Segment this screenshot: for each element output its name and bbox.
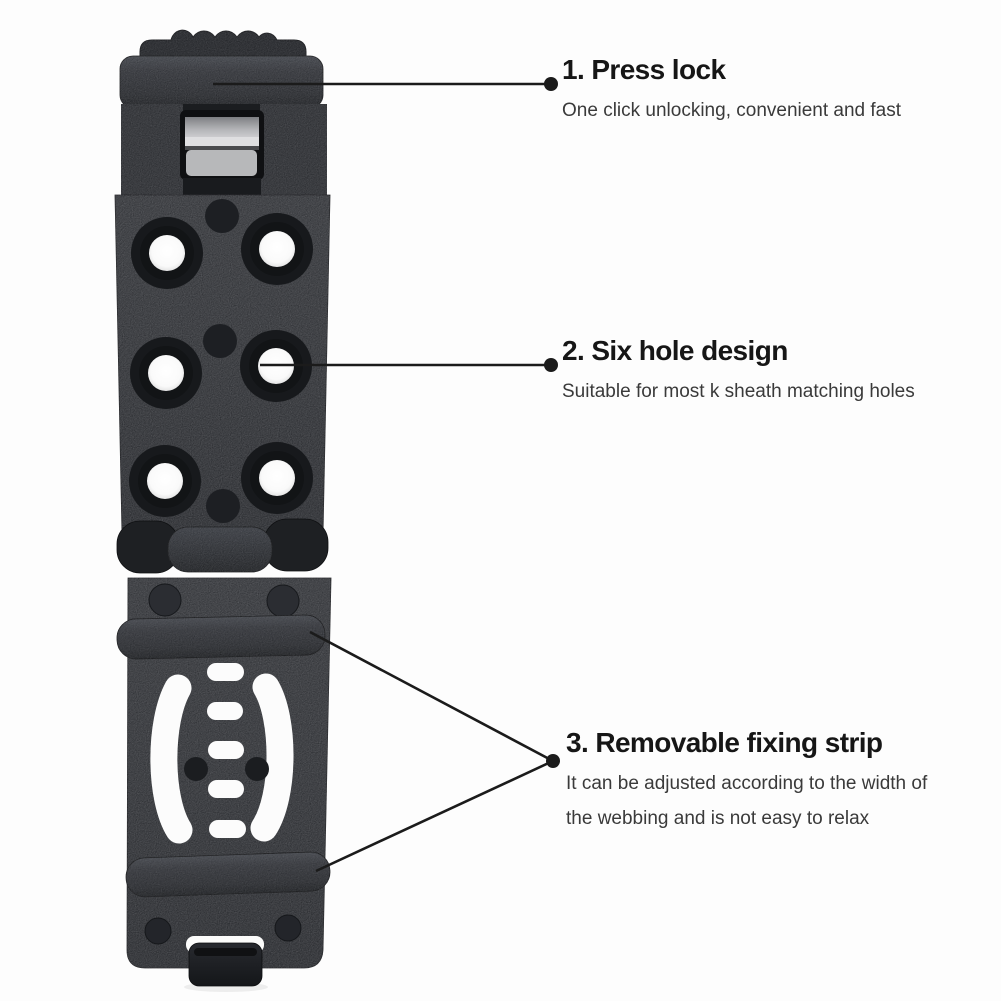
recess-dimple	[203, 324, 237, 358]
mount-hole	[129, 445, 201, 517]
webbing-slot-right	[250, 673, 294, 842]
callout-2-title: 2. Six hole design	[562, 335, 788, 366]
recess-dimple	[144, 917, 172, 945]
mount-hole	[131, 217, 203, 289]
stud	[148, 583, 182, 617]
metal-latch-lower	[186, 150, 257, 176]
callout-2-description: Suitable for most k sheath matching hole…	[562, 381, 915, 402]
lock-tongue	[183, 178, 261, 198]
metal-latch-seam	[185, 146, 259, 150]
recess-dimple	[274, 914, 302, 942]
callout-six-hole-design: 2. Six hole design Suitable for most k s…	[562, 334, 992, 409]
ladder-slot	[207, 702, 243, 720]
mount-hole	[241, 213, 313, 285]
press-lock-assembly	[119, 29, 327, 198]
callout-line-3b	[315, 759, 554, 873]
fixing-strip-section	[116, 577, 332, 992]
ladder-slot	[207, 663, 244, 681]
callout-dot-2	[544, 358, 558, 372]
callout-1-description: One click unlocking, convenient and fast	[562, 100, 902, 121]
callout-lines	[213, 77, 560, 873]
hinge	[116, 518, 329, 574]
stud	[266, 584, 300, 618]
callout-line-3a	[309, 630, 554, 763]
callout-3-title: 3. Removable fixing strip	[566, 727, 883, 758]
callout-removable-fixing-strip: 3. Removable fixing strip It can be adju…	[566, 726, 996, 836]
recess-dimple	[205, 199, 239, 233]
hinge-cap-right	[263, 518, 329, 572]
callout-3-description: It can be adjusted according to the widt…	[566, 773, 928, 829]
recess-dimple	[206, 489, 240, 523]
callout-dot-3	[546, 754, 560, 768]
ladder-slot	[209, 820, 246, 838]
mount-hole	[241, 442, 313, 514]
stud	[245, 757, 269, 781]
stud	[184, 757, 208, 781]
mount-hole	[130, 337, 202, 409]
ladder-slot	[208, 741, 244, 759]
bottom-tab-lip	[194, 948, 257, 956]
callout-dot-1	[544, 77, 558, 91]
callout-1-title: 1. Press lock	[562, 54, 726, 85]
metal-latch-upper	[185, 117, 259, 138]
metal-latch-highlight	[185, 137, 259, 146]
webbing-slot-left	[150, 674, 193, 844]
ladder-slot	[208, 780, 244, 798]
callout-press-lock: 1. Press lock One click unlocking, conve…	[562, 53, 992, 128]
